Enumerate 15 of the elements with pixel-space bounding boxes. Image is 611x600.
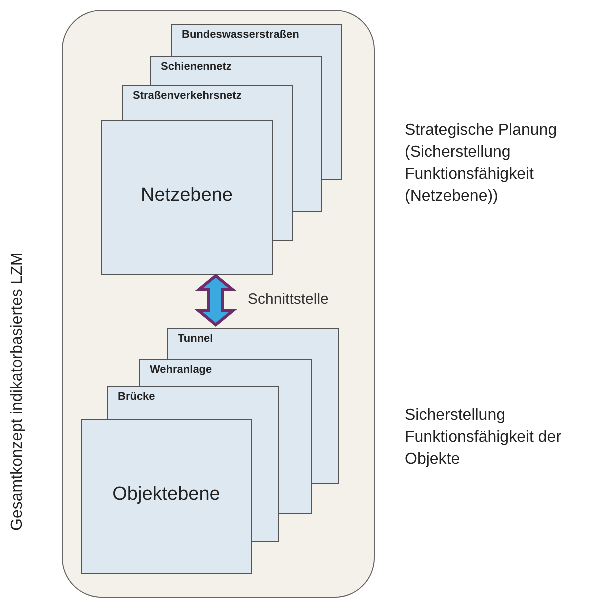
card-title: Brücke — [118, 391, 156, 403]
card-title: Tunnel — [178, 333, 214, 345]
card-title: Schienennetz — [161, 61, 232, 73]
layer-card — [81, 419, 252, 574]
card-title: Bundeswasserstraßen — [182, 29, 300, 41]
vertical-title: Gesamtkonzept indikatorbasiertes LZM — [9, 252, 27, 531]
double-arrow — [194, 274, 238, 327]
edge-label: Schnittstelle — [248, 290, 329, 308]
layer-title: Objektebene — [112, 484, 222, 506]
card-title: Wehranlage — [150, 364, 212, 376]
note-text: Sicherstellung Funktionsfähigkeit der Objekte — [405, 406, 563, 470]
layer-card — [101, 120, 273, 275]
note-text: Strategische Planung (Sicherstellung Funktionsfähigkeit (Netzebene)) — [405, 121, 558, 207]
layer-title: Netzebene — [140, 184, 234, 206]
card-title: Straßenverkehrsnetz — [133, 90, 242, 102]
